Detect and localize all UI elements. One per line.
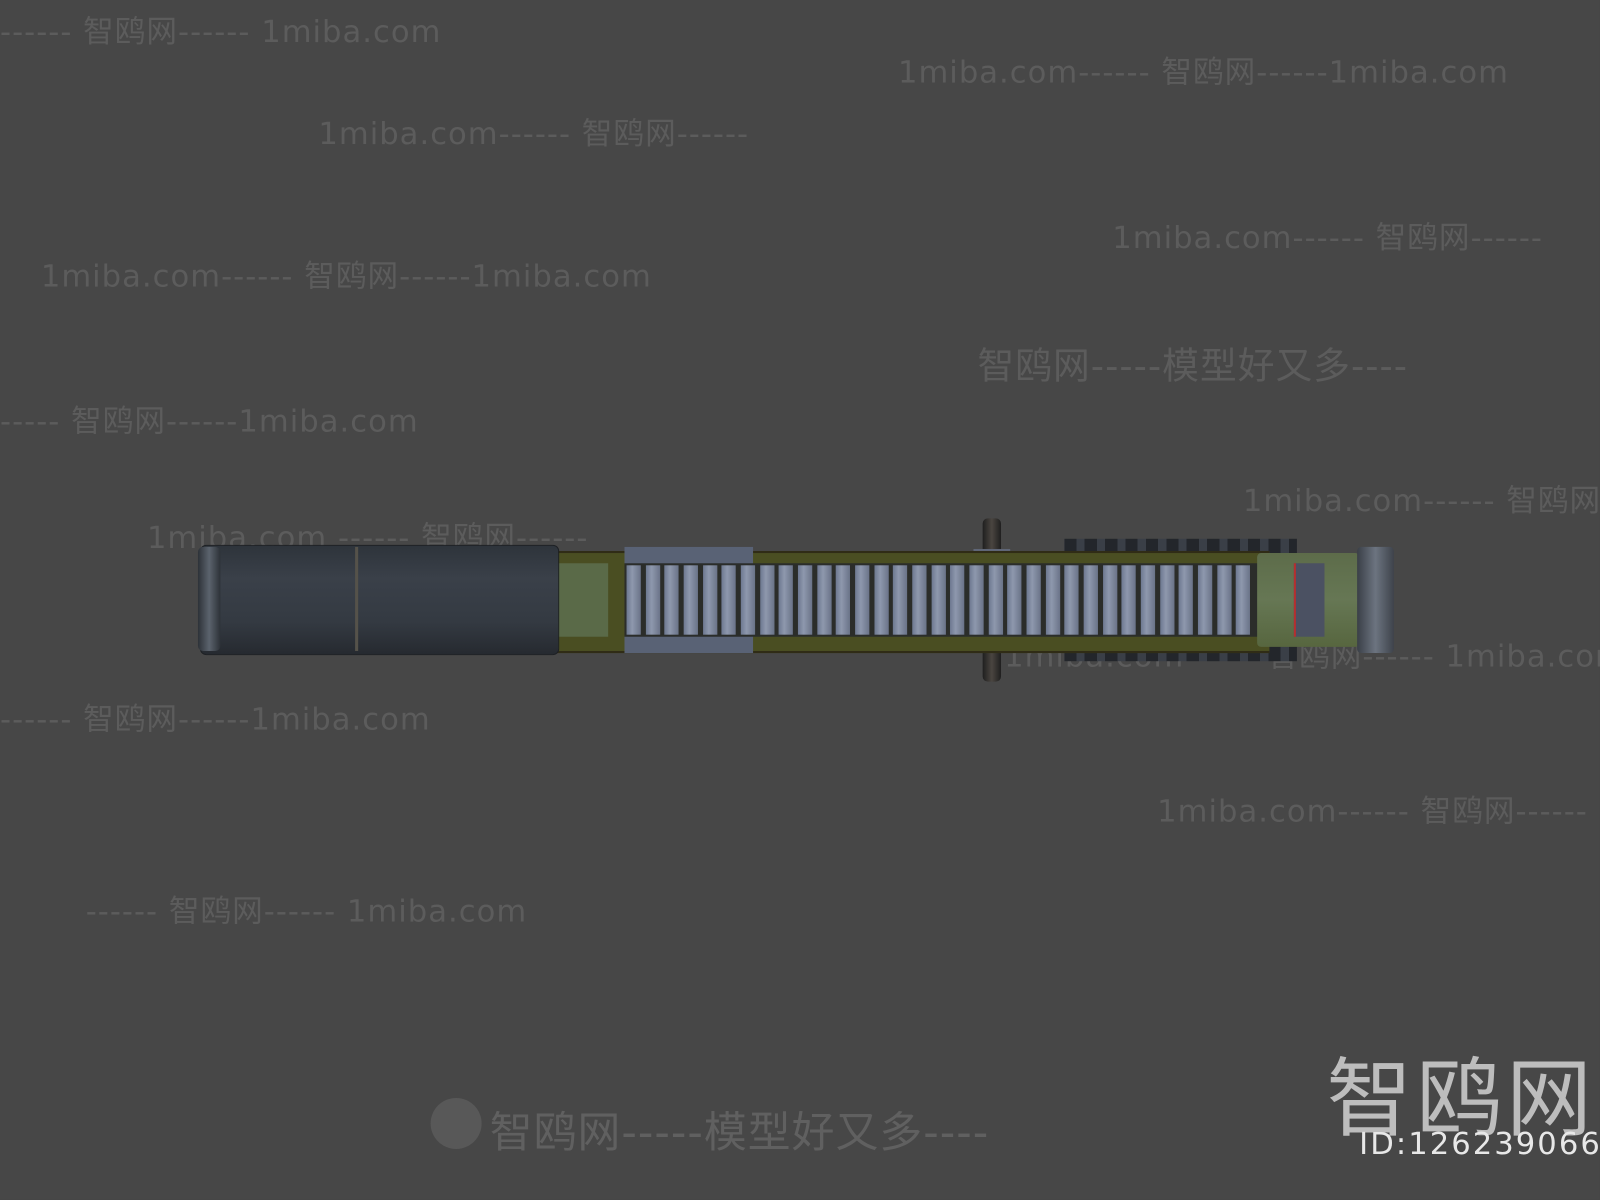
front-block [557, 563, 609, 637]
rail-slat [931, 565, 946, 635]
rail-slat [1140, 565, 1156, 635]
rail-slat [740, 565, 756, 635]
rail-slat [816, 565, 832, 635]
watermark-text: ------ 智鸥网------ 1miba.com [85, 893, 528, 930]
rail-slat [836, 565, 851, 635]
rail-slat [702, 565, 717, 635]
rail-slat [1178, 565, 1194, 635]
watermark-text: 1miba.com------ 智鸥网------ [1157, 793, 1588, 830]
rail-slat [912, 565, 927, 635]
rail-slat [797, 565, 813, 635]
watermark-text: ------ 智鸥网------1miba.com [0, 702, 431, 738]
rail-slat [626, 565, 641, 635]
rail-slat [1045, 565, 1060, 635]
brand-logo: 智鸥网 [1326, 1048, 1596, 1149]
rail-slat [1159, 565, 1175, 635]
watermark-text: ----- 智鸥网------1miba.com [0, 404, 419, 440]
rail-slat [1083, 565, 1098, 635]
watermark-text: 1miba.com------ 智鸥网- [1242, 483, 1600, 520]
rear-plate [1293, 563, 1325, 637]
suppressor-cap [197, 546, 221, 652]
rail-slat [1102, 565, 1117, 635]
watermark-text: 1miba.com------ 智鸥网------ [318, 116, 750, 153]
rail-slat [855, 565, 870, 635]
rail-slat [1064, 565, 1079, 635]
watermark-text: 1miba.com------ 智鸥网------ [1112, 220, 1543, 257]
rail-slat [778, 565, 794, 635]
rail-slat [874, 565, 889, 635]
rail-slat [1216, 565, 1232, 635]
watermark-text: 智鸥网-----模型好又多---- [489, 1107, 990, 1158]
rail-slat [950, 565, 965, 635]
rail-slat [683, 565, 698, 635]
bird-logo-icon [430, 1097, 482, 1149]
buttplate [1357, 546, 1394, 654]
watermark-text: 1miba.com------ 智鸥网------1miba.com [897, 55, 1509, 91]
watermark-text: ------ 智鸥网------ 1miba.com [0, 14, 442, 50]
rail-slat [645, 565, 660, 635]
rail-slat [1026, 565, 1041, 635]
suppressor-seam [355, 546, 359, 652]
rail-slat [1007, 565, 1022, 635]
watermark-text: 智鸥网-----模型好又多---- [977, 345, 1409, 388]
rail-slat [664, 565, 679, 635]
rail-slat [1236, 565, 1251, 635]
rail-slat [721, 565, 737, 635]
rail-slat [1121, 565, 1137, 635]
watermark-text: 1miba.com------ 智鸥网------1miba.com [40, 259, 652, 295]
rail-slat [759, 565, 775, 635]
rail-slat [1197, 565, 1213, 635]
rail-slat [988, 565, 1003, 635]
rail-slat [893, 565, 908, 635]
rail-slat [969, 565, 984, 635]
suppressor [199, 544, 560, 656]
model-id: ID:126239066 [1359, 1126, 1600, 1163]
